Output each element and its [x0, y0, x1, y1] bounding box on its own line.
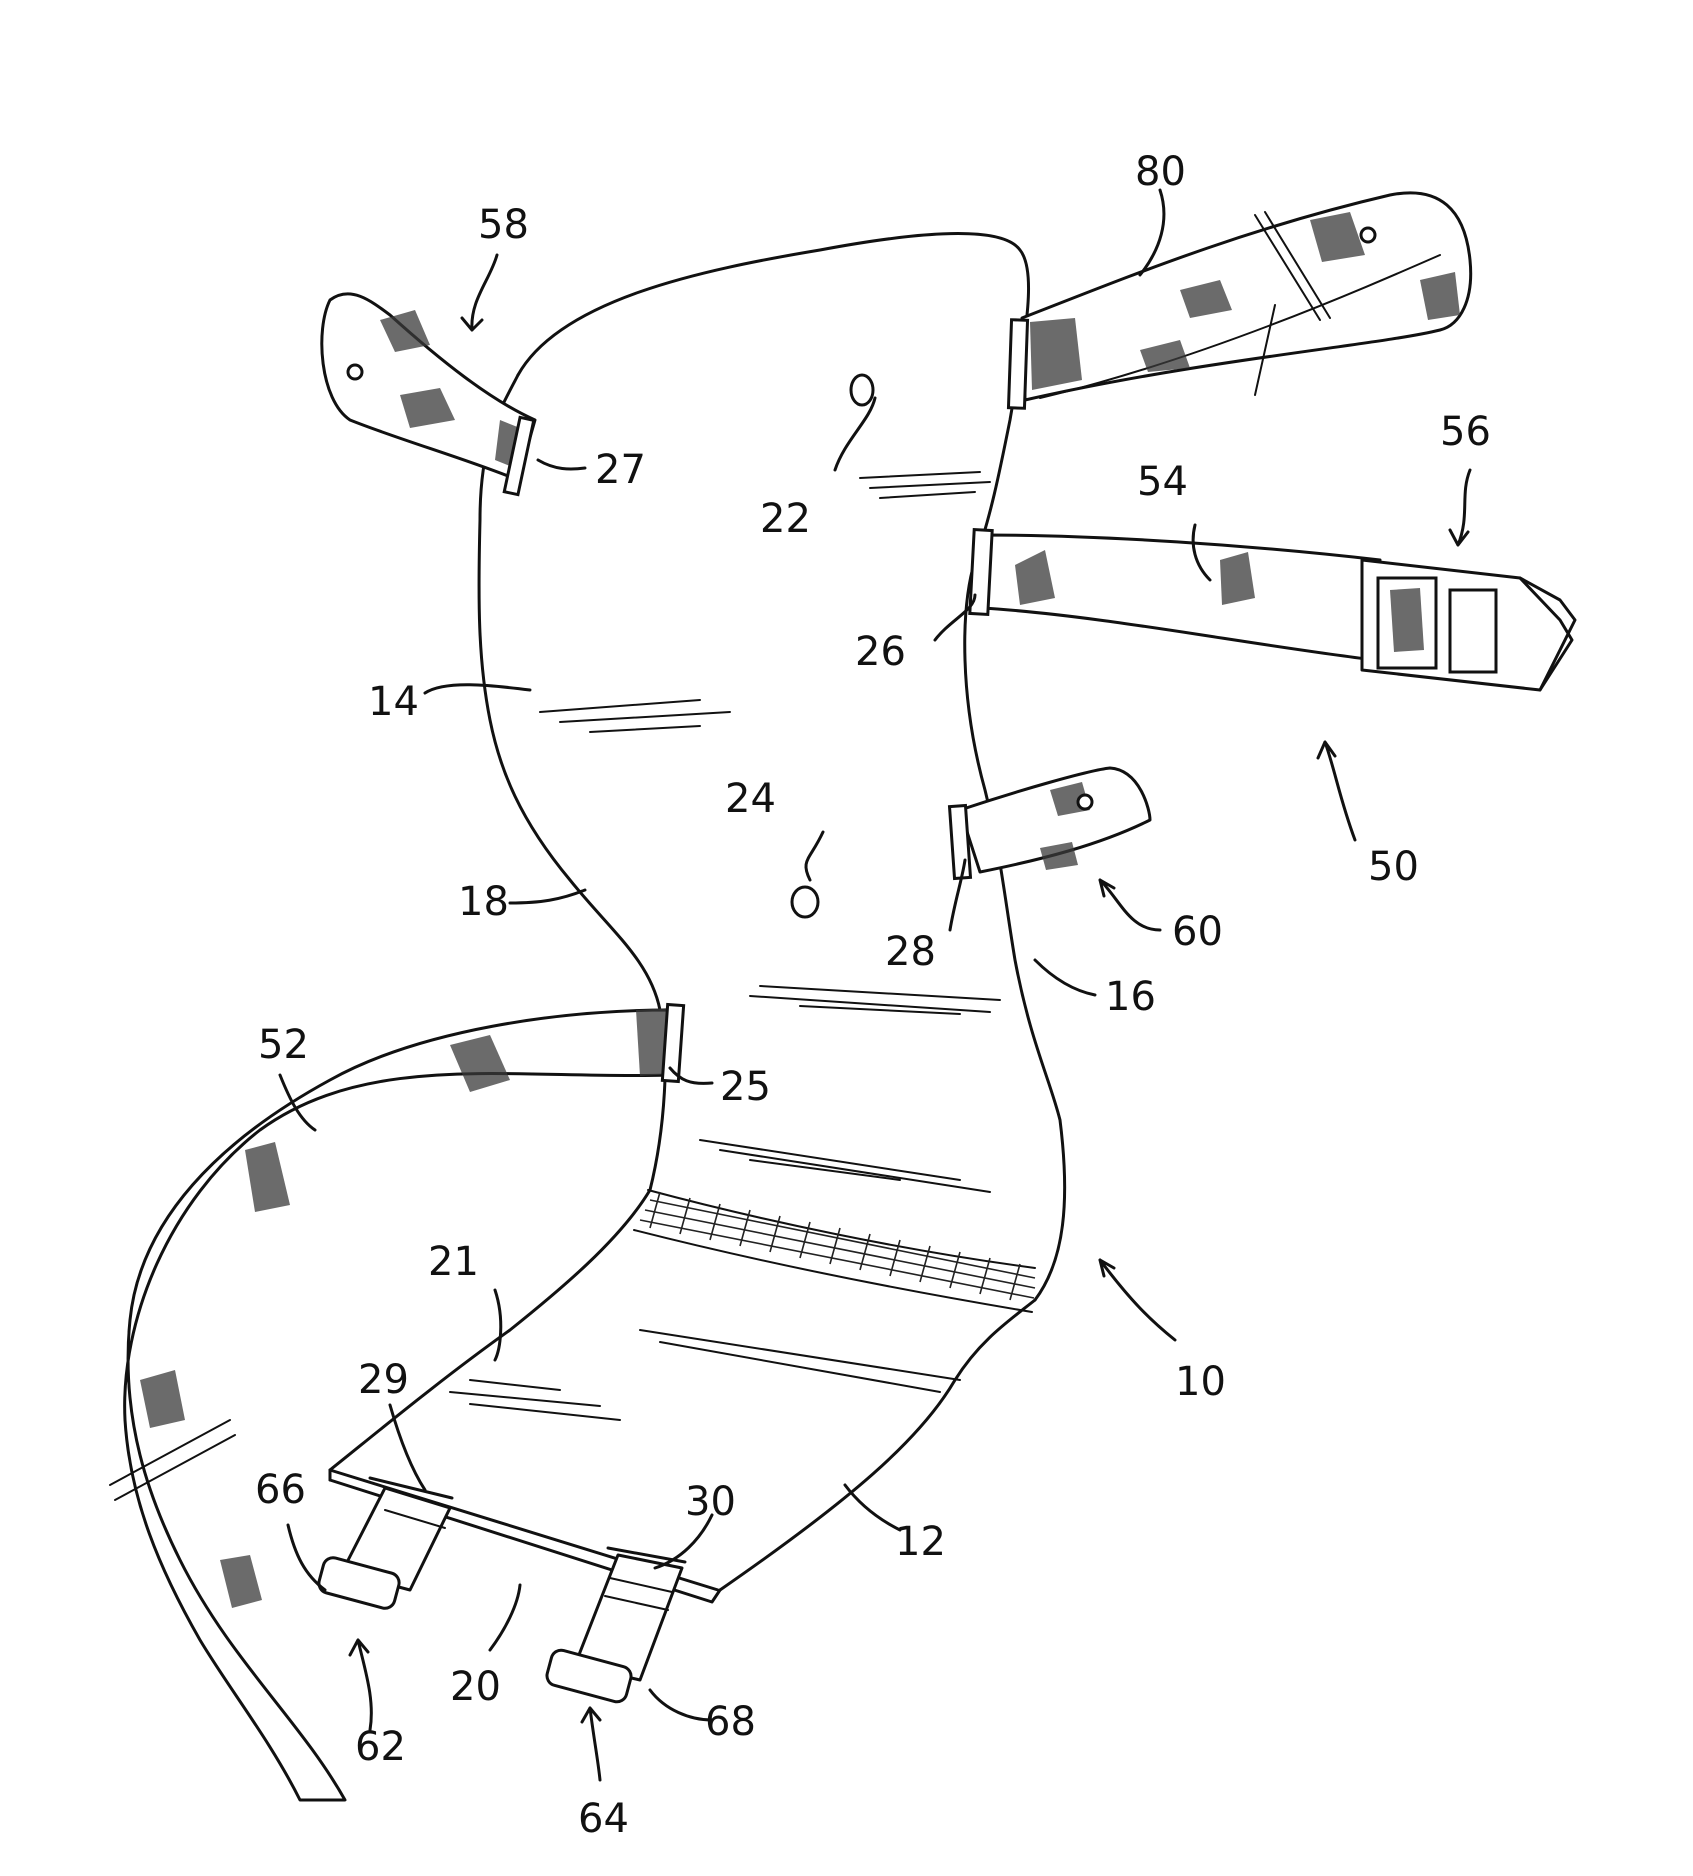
strap-58 [320, 292, 537, 497]
strap-60 [947, 766, 1152, 881]
label-16: 16 [1105, 974, 1156, 1020]
reference-numerals: 58 80 27 22 54 56 26 14 24 50 18 60 28 1… [255, 149, 1491, 1842]
label-29: 29 [358, 1357, 409, 1403]
buckle-56 [1360, 558, 1577, 692]
label-30: 30 [685, 1479, 736, 1525]
label-24: 24 [725, 776, 776, 822]
label-10: 10 [1175, 1359, 1226, 1405]
label-62: 62 [355, 1724, 406, 1770]
surface-shading [449, 471, 1001, 1421]
strap-80 [1006, 191, 1473, 410]
label-60: 60 [1172, 909, 1223, 955]
label-21: 21 [428, 1239, 479, 1285]
label-14: 14 [368, 679, 419, 725]
label-26: 26 [855, 629, 906, 675]
label-68: 68 [705, 1699, 756, 1745]
label-58: 58 [478, 202, 529, 248]
label-27: 27 [595, 447, 646, 493]
label-54: 54 [1137, 459, 1188, 505]
leader-lines [278, 188, 1472, 1782]
label-25: 25 [720, 1064, 771, 1110]
elastic-band-hatch [639, 1191, 1036, 1301]
body-panel [328, 232, 1067, 1604]
label-28: 28 [885, 929, 936, 975]
tab-64 [545, 1546, 687, 1704]
label-52: 52 [258, 1022, 309, 1068]
label-66: 66 [255, 1467, 306, 1513]
label-64: 64 [578, 1796, 629, 1842]
label-80: 80 [1135, 149, 1186, 195]
hole-24 [790, 885, 820, 919]
label-18: 18 [458, 879, 509, 925]
label-12: 12 [895, 1519, 946, 1565]
label-20: 20 [450, 1664, 501, 1710]
label-22: 22 [760, 496, 811, 542]
tab-62 [317, 1476, 454, 1610]
strap-52 [109, 1002, 686, 1802]
strap-54 [968, 528, 1577, 692]
label-56: 56 [1440, 409, 1491, 455]
hole-22 [849, 373, 875, 407]
label-50: 50 [1368, 844, 1419, 890]
